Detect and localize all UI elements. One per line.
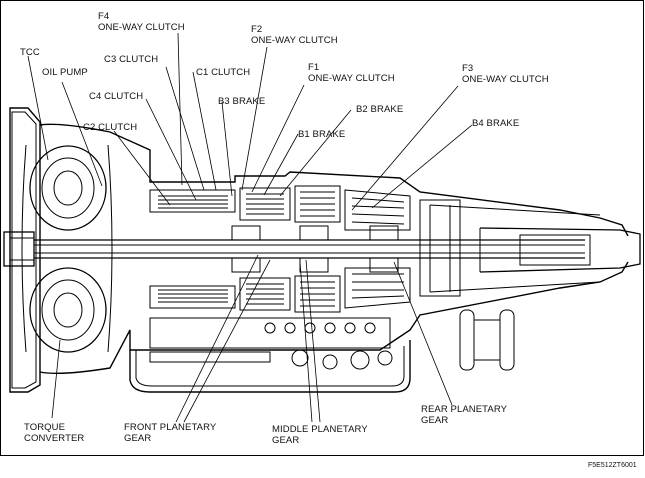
transmission-drawing — [3, 107, 641, 393]
b3-brake-label: B3 BRAKE — [218, 96, 266, 107]
f2-one-way-clutch-label: F2 ONE-WAY CLUTCH — [251, 24, 338, 46]
rear-planetary-gear-label: REAR PLANETARY GEAR — [421, 404, 508, 426]
f4-one-way-clutch-label: F4 ONE-WAY CLUTCH — [98, 11, 185, 33]
torque-converter-label: TORQUE CONVERTER — [24, 422, 85, 444]
tcc-label: TCC — [20, 47, 40, 58]
c1-clutch-label: C1 CLUTCH — [196, 67, 251, 78]
c3-clutch-label: C3 CLUTCH — [104, 54, 159, 65]
f1-one-way-clutch-label: F1 ONE-WAY CLUTCH — [308, 62, 395, 84]
middle-planetary-gear-label: MIDDLE PLANETARY GEAR — [272, 424, 368, 446]
f3-one-way-clutch-label: F3 ONE-WAY CLUTCH — [462, 63, 549, 85]
diagram-id-code: F5E512ZT6001 — [588, 462, 637, 469]
b4-brake-label: B4 BRAKE — [472, 118, 520, 129]
leader-lines — [27, 32, 473, 423]
b1-brake-label: B1 BRAKE — [298, 129, 346, 140]
c2-clutch-label: C2 CLUTCH — [83, 122, 138, 133]
c4-clutch-label: C4 CLUTCH — [89, 91, 144, 102]
b2-brake-label: B2 BRAKE — [356, 104, 404, 115]
diagram-border — [0, 0, 644, 456]
front-planetary-gear-label: FRONT PLANETARY GEAR — [124, 422, 217, 444]
oil-pump-label: OIL PUMP — [42, 67, 88, 78]
